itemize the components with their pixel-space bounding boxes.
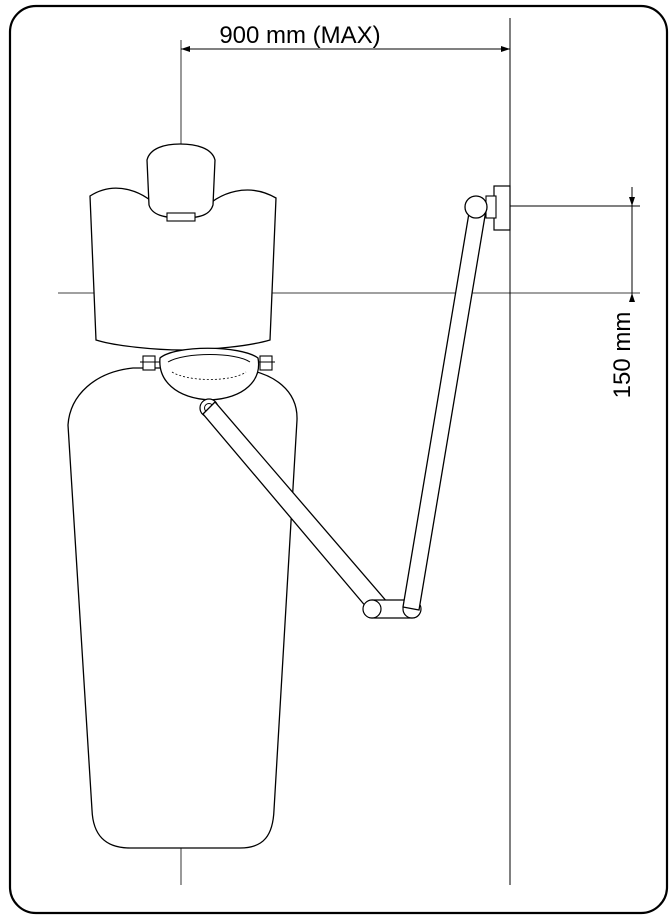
shoulder-joint: [464, 195, 488, 219]
articulated-arm: [202, 185, 511, 619]
chair-headrest: [146, 143, 216, 219]
vertical-dimension-label: 150 mm: [609, 312, 636, 399]
headrest-link: [166, 212, 196, 222]
dental-chair: [67, 143, 298, 849]
tray-body: [159, 347, 260, 401]
arrow-bottom: [629, 293, 635, 302]
horizontal-dimension-label: 900 mm (MAX): [219, 22, 380, 49]
arrow-left: [181, 46, 190, 52]
chair-backrest: [89, 187, 277, 351]
frame-border: [8, 4, 669, 915]
arrow-right: [501, 46, 510, 52]
chair-seat: [67, 367, 298, 849]
arrow-top: [629, 197, 635, 206]
upper-arm: [402, 206, 487, 611]
vertical-dimension: 150 mm: [609, 187, 636, 398]
horizontal-dimension: 900 mm (MAX): [181, 22, 510, 52]
